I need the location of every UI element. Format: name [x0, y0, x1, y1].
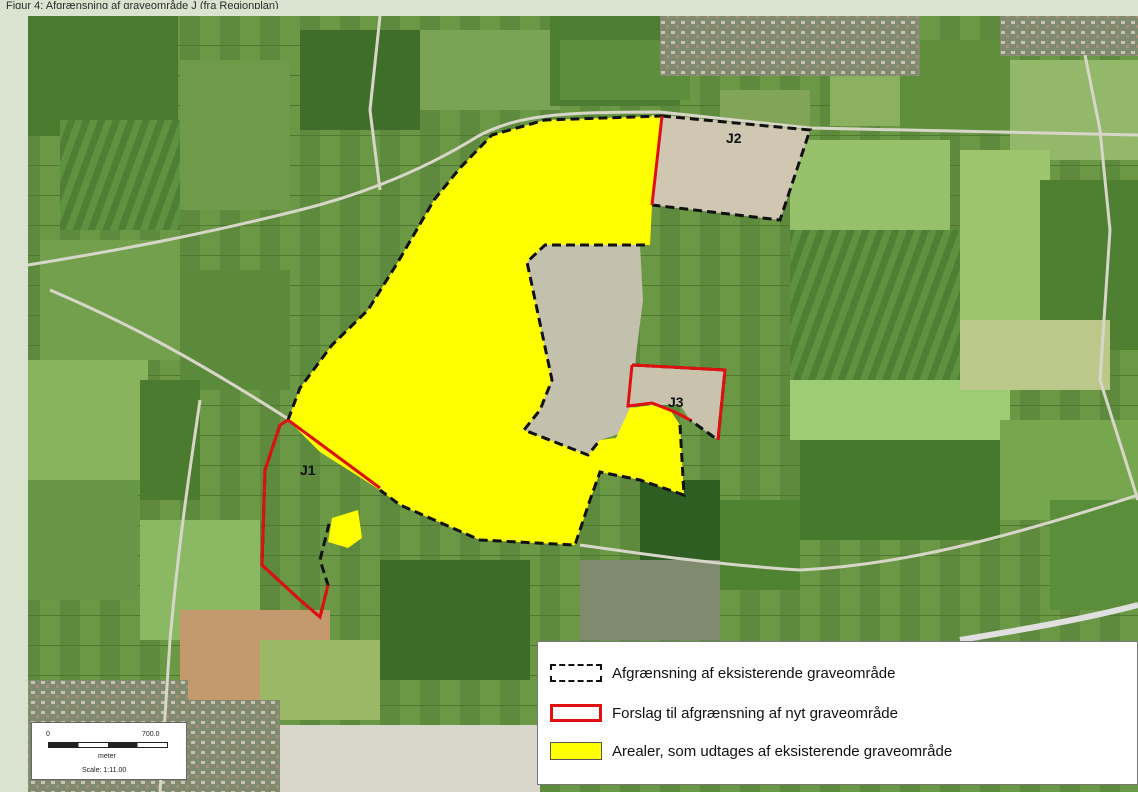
scale-max-label: 700.0	[142, 731, 160, 738]
legend-swatch-existing	[550, 664, 602, 682]
scale-ratio: Scale: 1:11.00	[82, 767, 127, 774]
area-label-j1: J1	[300, 462, 316, 478]
removed-area-small[interactable]	[328, 510, 362, 548]
removed-area-main[interactable]	[288, 116, 684, 545]
figure-caption: Figur 4: Afgrænsning af graveområde J (f…	[6, 0, 279, 9]
area-label-j2: J2	[726, 130, 742, 146]
aerial-map[interactable]: J1 J2 J3	[28, 16, 1138, 792]
legend-item-existing: Afgrænsning af eksisterende graveområde	[550, 662, 896, 684]
legend-item-proposed: Forslag til afgrænsning af nyt graveområ…	[550, 702, 898, 724]
scale-bar: 0 700.0 meter Scale: 1:11.00	[31, 722, 187, 780]
proposed-outline	[260, 115, 727, 620]
caption-bar: Figur 4: Afgrænsning af graveområde J (f…	[0, 0, 1138, 16]
legend-item-removed: Arealer, som udtages af eksisterende gra…	[550, 740, 952, 762]
legend-label-removed: Arealer, som udtages af eksisterende gra…	[612, 742, 953, 760]
field-patches	[28, 16, 1138, 720]
scale-bar-graphic	[48, 742, 168, 748]
scale-zero-label: 0	[46, 731, 50, 738]
legend-swatch-proposed	[550, 704, 602, 722]
legend: Afgrænsning af eksisterende graveområde …	[537, 641, 1138, 785]
legend-label-existing: Afgrænsning af eksisterende graveområde	[612, 664, 896, 682]
removed-areas[interactable]	[288, 116, 684, 548]
scale-units: meter	[98, 753, 116, 760]
legend-label-proposed: Forslag til afgrænsning af nyt graveområ…	[612, 704, 898, 722]
legend-swatch-removed	[550, 742, 602, 760]
area-label-j3: J3	[668, 394, 684, 410]
roads	[28, 16, 1138, 792]
quarry-surfaces	[280, 115, 810, 792]
